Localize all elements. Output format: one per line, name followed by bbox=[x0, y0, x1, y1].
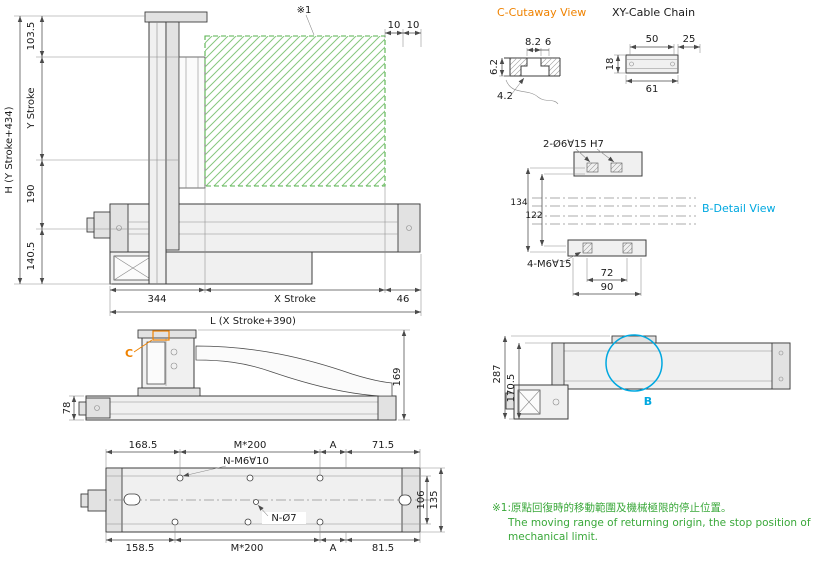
y-carriage bbox=[178, 56, 206, 189]
dim-4-2: 4.2 bbox=[497, 91, 513, 102]
c-callout: C bbox=[125, 347, 133, 360]
bottom-mount-block bbox=[567, 239, 647, 257]
b-detail-marker bbox=[605, 334, 663, 392]
dim-135: 135 bbox=[429, 490, 440, 509]
dim-158-5: 158.5 bbox=[126, 543, 155, 554]
dim-a-bottom: A bbox=[330, 543, 337, 554]
dim-overall-length: L (X Stroke+390) bbox=[210, 316, 296, 327]
label-top-holes: 2-Ø6∀15 H7 bbox=[543, 138, 604, 150]
dim-90: 90 bbox=[601, 282, 614, 293]
dim-103-5: 103.5 bbox=[26, 22, 37, 51]
y-column-cap bbox=[144, 11, 208, 23]
note: ※1:原點回復時的移動範圍及機械極限的停止位置。 The moving rang… bbox=[492, 501, 811, 543]
top-mount-block bbox=[573, 151, 643, 177]
dim-10-a: 10 bbox=[388, 20, 401, 31]
dim-134: 134 bbox=[510, 198, 527, 208]
dim-72: 72 bbox=[601, 268, 614, 279]
cable-arm bbox=[195, 345, 393, 397]
dim-344: 344 bbox=[147, 294, 166, 305]
b-callout: B bbox=[644, 395, 652, 408]
stroke-range-hatch bbox=[204, 35, 386, 187]
dim-25: 25 bbox=[683, 34, 696, 45]
label-bottom-holes: 4-M6∀15 bbox=[527, 259, 572, 270]
y-rail-body bbox=[551, 342, 791, 390]
label-tap-holes: N-M6∀10 bbox=[223, 456, 269, 467]
dim-50: 50 bbox=[646, 34, 659, 45]
dim-x-stroke: X Stroke bbox=[274, 294, 316, 305]
dim-m200-bottom: M*200 bbox=[231, 543, 264, 554]
dim-78: 78 bbox=[62, 402, 73, 415]
end-view: B 287 170.5 bbox=[492, 334, 791, 420]
dim-170-5: 170.5 bbox=[506, 374, 517, 403]
dim-10-b: 10 bbox=[407, 20, 420, 31]
dim-106: 106 bbox=[416, 490, 427, 509]
y-column bbox=[148, 21, 167, 285]
dim-6-2: 6.2 bbox=[489, 59, 500, 75]
dim-61: 61 bbox=[646, 84, 659, 95]
dim-287: 287 bbox=[492, 364, 503, 383]
dim-71-5: 71.5 bbox=[372, 440, 394, 451]
dim-190: 190 bbox=[26, 184, 37, 203]
dim-y-stroke: Y Stroke bbox=[26, 87, 37, 129]
dim-122: 122 bbox=[525, 211, 542, 221]
dim-6: 6 bbox=[545, 37, 551, 48]
dim-140-5: 140.5 bbox=[26, 242, 37, 271]
xy-cable-chain-view: XY-Cable Chain 50 25 18 61 bbox=[605, 6, 701, 95]
dim-m200-top: M*200 bbox=[234, 440, 267, 451]
label-through-holes: N-Ø7 bbox=[271, 512, 296, 524]
b-detail-title: B-Detail View bbox=[702, 202, 776, 215]
c-cutaway-title: C-Cutaway View bbox=[497, 6, 586, 19]
c-cutaway-view: C-Cutaway View 8.2 6 6.2 4.2 bbox=[489, 6, 586, 105]
top-view: N-M6∀10 N-Ø7 168.5 M*200 A 71.5 106 135 bbox=[80, 440, 445, 554]
dim-169: 169 bbox=[392, 367, 403, 386]
note-ref-label: ※1 bbox=[297, 5, 312, 16]
note-line-1: ※1:原點回復時的移動範圍及機械極限的停止位置。 bbox=[492, 501, 732, 514]
note-line-3: mechanical limit. bbox=[508, 531, 598, 543]
b-detail-view: B-Detail View 2-Ø6∀15 H7 134 122 4-M6∀15… bbox=[510, 138, 776, 297]
x-rail-side bbox=[85, 395, 397, 421]
x-motor bbox=[93, 211, 111, 239]
dim-46: 46 bbox=[397, 294, 410, 305]
dim-8-2: 8.2 bbox=[525, 37, 541, 48]
dim-a-top: A bbox=[330, 440, 337, 451]
c-cutaway-marker bbox=[152, 330, 170, 341]
side-view: C 169 78 bbox=[62, 329, 410, 421]
dim-81-5: 81.5 bbox=[372, 543, 394, 554]
dim-18: 18 bbox=[605, 58, 616, 71]
note-line-2: The moving range of returning origin, th… bbox=[507, 517, 811, 529]
dim-overall-height: H (Y Stroke+434) bbox=[4, 106, 15, 193]
cable-chain-title: XY-Cable Chain bbox=[612, 6, 695, 19]
dim-168-5: 168.5 bbox=[129, 440, 158, 451]
front-view: ※1 10 10 103.5 Y Stroke 190 140.5 H (Y S… bbox=[4, 5, 422, 327]
